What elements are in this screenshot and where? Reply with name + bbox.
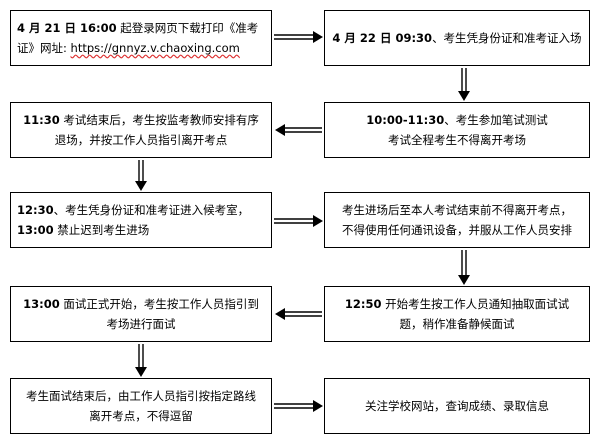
step-2-time: 4 月 22 日 09:30	[332, 31, 433, 45]
step-10-check-results: 关注学校网站，查询成绩、录取信息	[324, 378, 590, 434]
step-8-time: 13:00	[23, 297, 60, 311]
arrow-left-1	[275, 124, 322, 136]
step-4-text-2: 退场，并按工作人员指引离开考点	[54, 133, 228, 147]
step-4-text: 考试结束后，考生按监考教师安排有序	[59, 113, 259, 127]
step-2-entry: 4 月 22 日 09:30、考生凭身份证和准考证入场	[324, 10, 590, 66]
step-5-text: 、考生凭身份证和准考证进入候考室，	[53, 203, 250, 217]
arrow-left-2	[275, 308, 322, 320]
arrow-right-3	[274, 400, 323, 412]
step-5-text-2: 禁止迟到考生进场	[53, 223, 150, 237]
step-9-text: 考生面试结束后，由工作人员指引按指定路线	[26, 389, 256, 403]
step-1-text-2: 证》网址:	[17, 41, 71, 55]
step-1-download-admission-ticket: 4 月 21 日 16:00 起登录网页下载打印《准考 证》网址: https:…	[10, 10, 272, 66]
step-3-time: 10:00-11:30	[366, 113, 445, 127]
step-4-exam-end-exit: 11:30 考试结束后，考生按监考教师安排有序 退场，并按工作人员指引离开考点	[10, 102, 272, 158]
step-6-text-2: 不得使用任何通讯设备，并服从工作人员安排	[342, 223, 572, 237]
step-8-text-2: 考场进行面试	[106, 317, 176, 331]
step-10-text: 关注学校网站，查询成绩、录取信息	[365, 399, 549, 413]
step-7-time: 12:50	[344, 297, 382, 311]
step-9-text-2: 离开考点，不得逗留	[89, 409, 193, 423]
step-7-text: 开始考生按工作人员通知抽取面试试	[381, 297, 570, 311]
arrow-down-3	[458, 250, 470, 285]
arrow-down-1	[458, 68, 470, 101]
step-6-text: 考生进场后至本人考试结束前不得离开考点，	[342, 203, 572, 217]
step-7-text-2: 题，稍作准备静候面试	[399, 317, 515, 331]
arrow-right-2	[274, 215, 323, 227]
step-3-written-test: 10:00-11:30、考生参加笔试测试 考试全程考生不得离开考场	[324, 102, 590, 158]
arrow-down-4	[135, 344, 147, 377]
step-1-url: https://gnnyz.v.chaoxing.com	[70, 41, 240, 55]
step-4-time: 11:30	[23, 113, 60, 127]
step-6-rules: 考生进场后至本人考试结束前不得离开考点， 不得使用任何通讯设备，并服从工作人员安…	[324, 192, 590, 248]
step-5-time-2: 13:00	[17, 223, 54, 237]
step-1-text: 起登录网页下载打印《准考	[116, 21, 259, 35]
step-8-text: 面试正式开始，考生按工作人员指引到	[59, 297, 259, 311]
step-1-time: 4 月 21 日 16:00	[17, 21, 117, 35]
step-3-text-2: 考试全程考生不得离开考场	[388, 133, 526, 147]
step-5-waiting-room: 12:30、考生凭身份证和准考证进入候考室， 13:00 禁止迟到考生进场	[10, 192, 272, 248]
step-5-time: 12:30	[17, 203, 54, 217]
arrow-right-1	[274, 31, 323, 43]
step-7-draw-questions: 12:50 开始考生按工作人员通知抽取面试试 题，稍作准备静候面试	[324, 286, 590, 342]
step-3-text: 、考生参加笔试测试	[444, 113, 548, 127]
arrow-down-2	[135, 160, 147, 191]
step-2-text: 、考生凭身份证和准考证入场	[432, 31, 582, 45]
step-8-interview-start: 13:00 面试正式开始，考生按工作人员指引到 考场进行面试	[10, 286, 272, 342]
step-9-leave-after-interview: 考生面试结束后，由工作人员指引按指定路线 离开考点，不得逗留	[10, 378, 272, 434]
